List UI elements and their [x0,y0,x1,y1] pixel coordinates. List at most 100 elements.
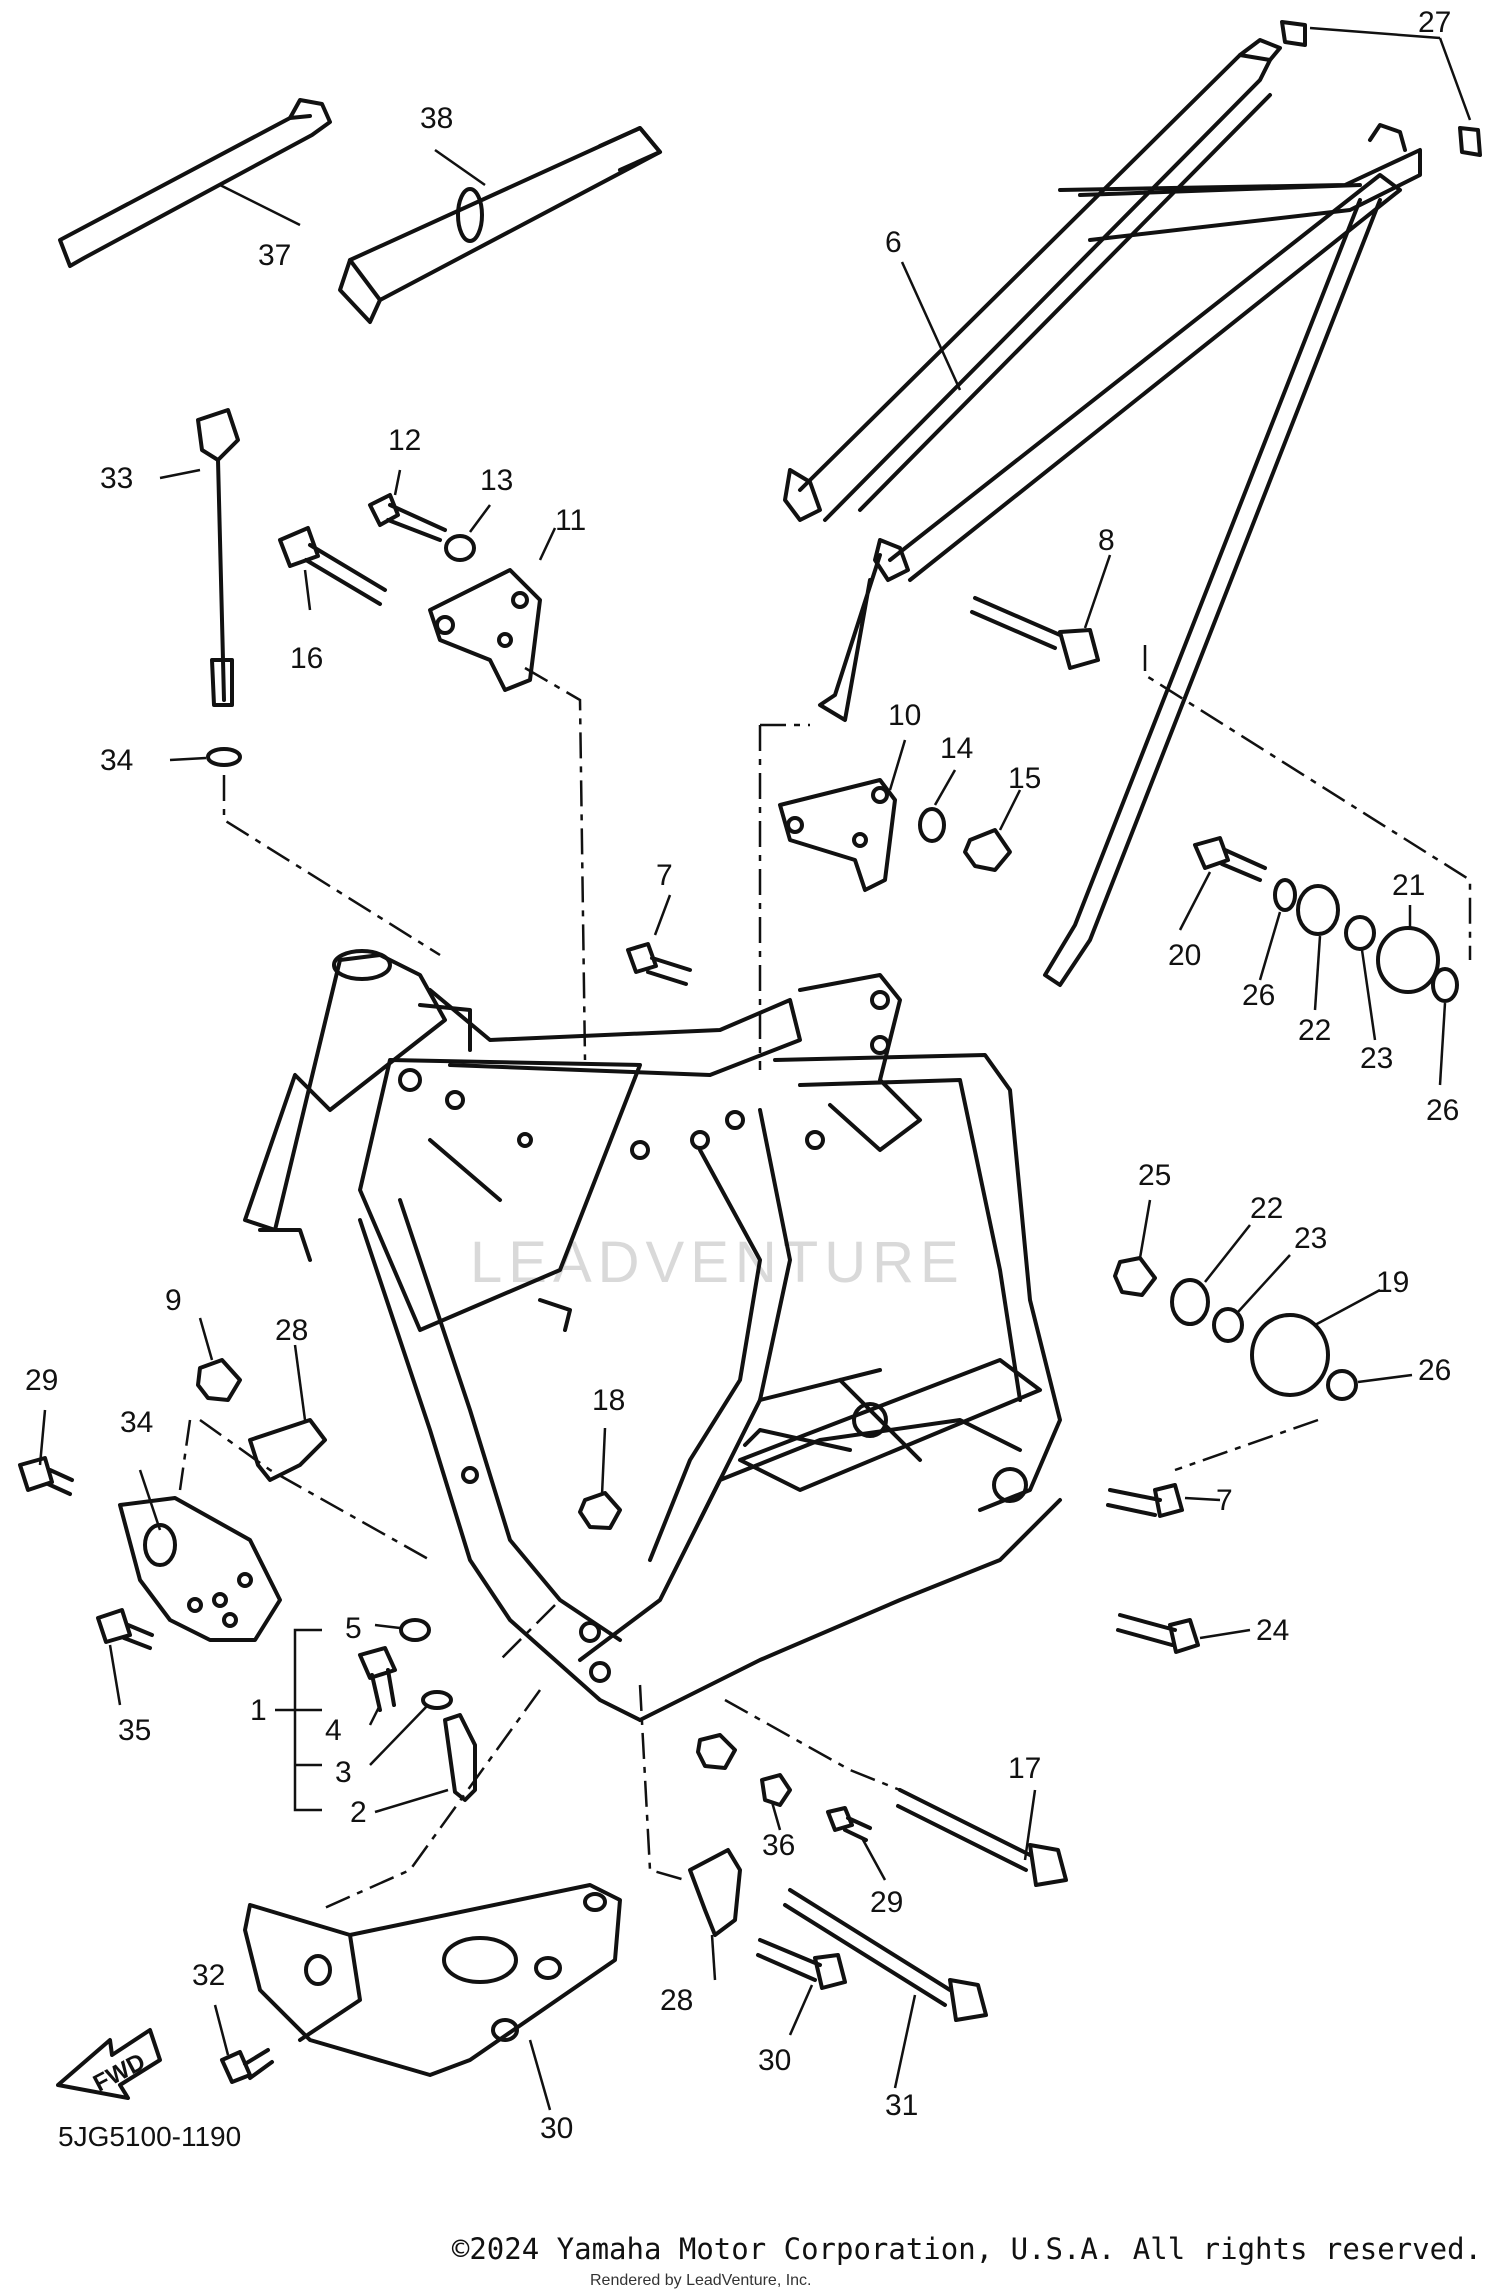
part-9-bolt [783,1888,988,2022]
part-37-wrench [58,98,332,268]
callout-5: 5 [345,1612,362,1645]
callout-20: 19 [1376,1266,1409,1299]
callout-31: 33 [100,462,133,495]
callout-4: 4 [325,1714,342,1747]
part-4-bolt [358,1646,397,1712]
part-29-bolt-left [18,1456,74,1496]
callout-12: 11 [555,504,586,537]
callout-26-b: 26 [1426,1094,1459,1127]
part-25-nut [1113,1256,1157,1297]
callout-1: 1 [250,1694,267,1727]
callout-24: 24 [1256,1614,1289,1647]
part-15-nut [963,828,1012,872]
rendered-by: Rendered by LeadVenture, Inc. [590,2272,812,2289]
part-28-bracket-upper [248,1418,327,1482]
part-21-damper [1376,926,1440,994]
callout-29-left: 29 [25,1364,58,1397]
part-5-washer [399,1618,431,1642]
part-7-bolt-upper [626,942,692,986]
main-frame [243,949,1062,1722]
part-14-washer-middle [918,807,946,843]
callout-36: 36 [762,1829,795,1862]
callout-26-c: 26 [1418,1354,1451,1387]
callout-14-middle: 14 [940,732,973,765]
callout-15: 15 [1008,762,1041,795]
part-23-collar-b [1212,1307,1244,1343]
callout-2: 2 [350,1796,367,1829]
callout-6: 6 [885,226,902,259]
callout-35: 29 [870,1886,903,1919]
callout-25: 25 [1138,1159,1171,1192]
part-20-damper [1250,1313,1330,1397]
callout-17: 17 [1008,1752,1041,1785]
part-3-washer [421,1690,453,1710]
part-24-bolt [1116,1613,1200,1654]
callout-34-upper: 35 [118,1714,151,1747]
callout-14-upper: 13 [480,464,513,497]
part-27-cap [1280,20,1482,157]
part-12-bracket [428,568,542,692]
part-26-washer-b [1431,967,1459,1003]
callout-8: 8 [1098,524,1115,557]
callout-28-lower: 28 [660,1984,693,2017]
part-33-guard [118,1496,282,1642]
callout-22-a: 22 [1298,1014,1331,1047]
diagram-code: 5JG5100-1190 [58,2121,241,2152]
callouts: 37 38 33 34 12 13 11 16 6 27 8 10 14 15 … [25,6,1459,2145]
part-31-dipstick [196,408,240,707]
callout-23-a: 23 [1360,1042,1393,1075]
callout-30: 30 [540,2112,573,2145]
fwd-arrow-icon: FWD [56,2028,162,2100]
callout-29-lower: 30 [758,2044,791,2077]
watermark: LEADVENTURE [470,1230,965,1295]
callout-22-b: 22 [1250,1192,1283,1225]
callout-27: 27 [1418,6,1451,39]
part-10-nut [196,1358,242,1402]
part-30-skid-plate [243,1883,622,2077]
copyright-notice: ©2024 Yamaha Motor Corporation, U.S.A. A… [451,2232,1482,2266]
part-34-bolt-lower [220,2048,274,2084]
part-2-switch [443,1713,477,1802]
callout-21: 21 [1392,869,1425,902]
callout-11: 10 [888,699,921,732]
part-38-socket-tool [338,126,662,324]
part-13-bolt [368,493,447,542]
part-6-subframe [783,38,1422,987]
callout-28-upper: 28 [275,1314,308,1347]
callout-13: 12 [388,424,421,457]
part-26-washer-a [1273,878,1297,912]
part-22-collar-a [1296,884,1340,936]
part-28-bracket-lower [688,1848,742,1937]
frame-nut-lower [696,1733,737,1770]
leader-lines [38,26,1472,2111]
callout-32: 34 [100,744,133,777]
part-29-bolt-lower [756,1938,847,1990]
part-32-washer [206,747,242,767]
part-35-bolt [826,1806,872,1842]
part-17-bolt [896,1788,1068,1887]
part-36-washer [760,1773,792,1807]
part-16-bolt [278,526,387,606]
callout-38: 38 [420,102,453,135]
part-26-washer-c [1326,1369,1358,1401]
part-22-collar-b [1170,1278,1210,1326]
callout-9: 31 [885,2089,918,2122]
callout-3: 3 [335,1756,352,1789]
callout-7-lower: 7 [1216,1484,1233,1517]
callout-19: 20 [1168,939,1201,972]
callout-16: 16 [290,642,323,675]
part-19-bolt [1193,836,1267,882]
part-8-bolt [970,596,1100,670]
callout-10: 9 [165,1284,182,1317]
callout-23-b: 23 [1294,1222,1327,1255]
callout-33: 34 [120,1406,153,1439]
part-11-bracket [778,778,897,892]
callout-34-lower: 32 [192,1959,225,1992]
callout-26-a: 26 [1242,979,1275,1012]
part-7-bolt-lower [1106,1483,1184,1518]
callout-37: 37 [258,239,291,272]
part-18-nut [578,1491,622,1530]
part-34-bolt-upper [96,1608,154,1650]
part-23-collar-a [1344,915,1376,951]
